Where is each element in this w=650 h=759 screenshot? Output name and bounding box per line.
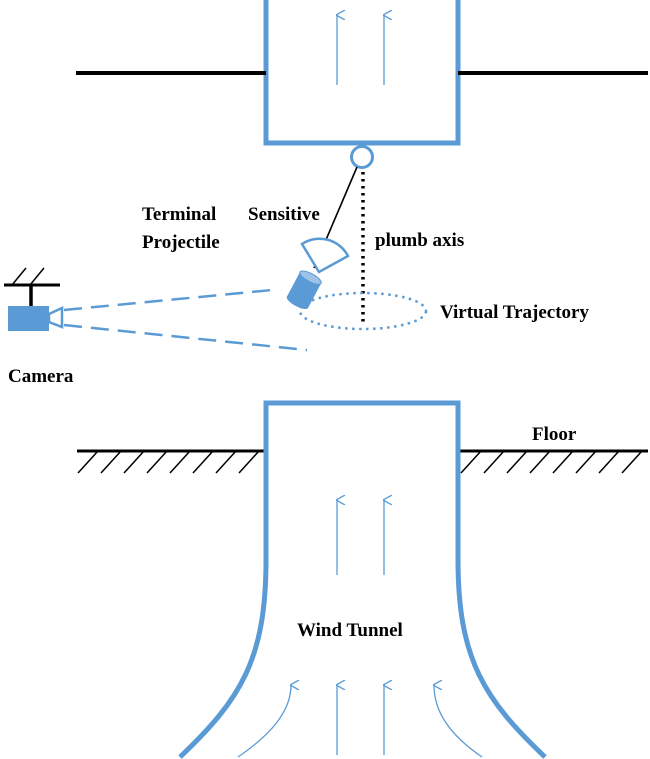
camera-icon (8, 306, 49, 331)
virtual-trajectory-ellipse (298, 291, 428, 331)
pivot-ring (350, 145, 374, 169)
wind-tunnel-outline (178, 400, 547, 759)
wind-tunnel-label: Wind Tunnel (297, 620, 403, 641)
floor-hatching-left (77, 450, 260, 474)
virtual-trajectory-label: Virtual Trajectory (440, 302, 589, 323)
upper-box (263, 0, 461, 146)
inlet-airflow-arrow-curved-right (434, 685, 483, 758)
floor-hatching-right (460, 450, 643, 474)
sensitive-label: Sensitive (248, 204, 320, 225)
camera-view-line-lower (63, 323, 308, 352)
upper-section (76, 0, 648, 169)
camera-lens (47, 306, 64, 329)
projectile-label: Projectile (142, 232, 220, 253)
plumb-axis-label: plumb axis (375, 230, 465, 251)
floor (77, 449, 648, 474)
projectile-icon (286, 270, 322, 310)
camera-group (4, 267, 308, 352)
sensor-fan-icon (300, 237, 350, 274)
camera-label: Camera (8, 366, 74, 387)
terminal-label: Terminal (142, 204, 217, 225)
camera-view-line-upper (63, 288, 273, 312)
floor-label: Floor (532, 424, 577, 445)
inlet-airflow-arrow-curved-left (237, 685, 291, 758)
wind-tunnel (178, 400, 547, 759)
